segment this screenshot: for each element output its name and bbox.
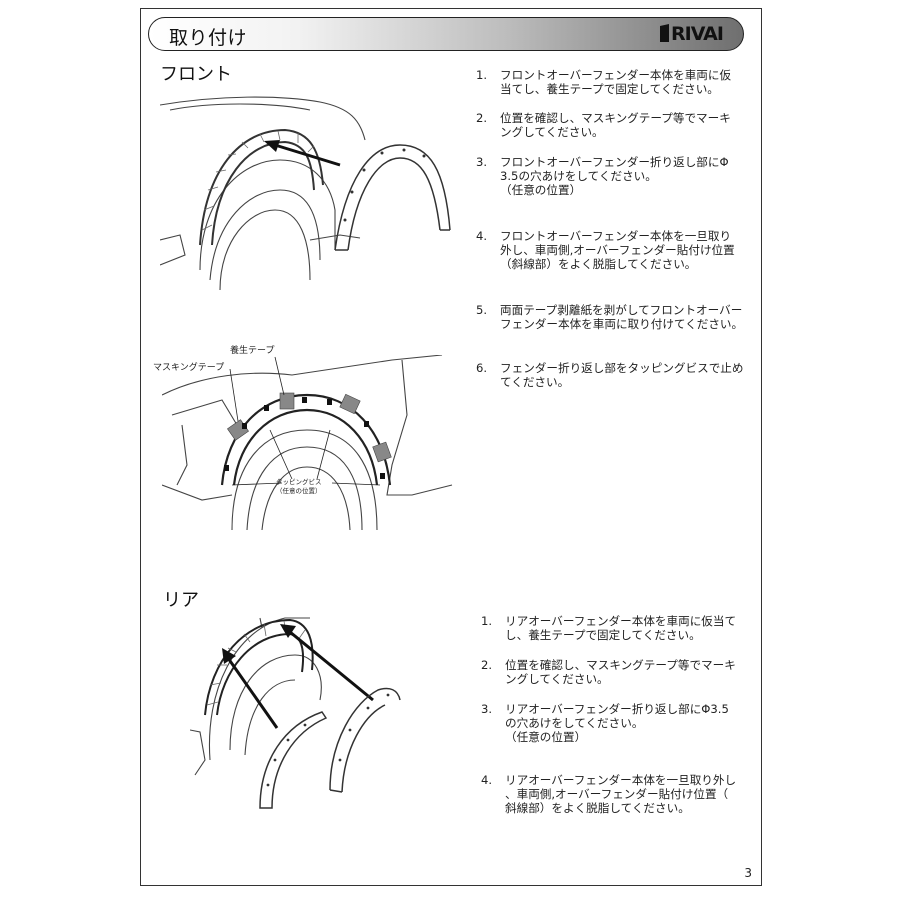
step-number: 3.	[476, 155, 488, 169]
front-step-6: 6. フェンダー折り返し部をタッピングビスで止め てください。	[476, 361, 743, 389]
step-number: 2.	[481, 658, 493, 672]
front-step-4: 4. フロントオーバーフェンダー本体を一旦取り 外し、車両側,オーバーフェンダー…	[476, 229, 735, 271]
step-text: リアオーバーフェンダー本体を車両に仮当て し、養生テープで固定してください。	[505, 614, 737, 642]
front-step-1: 1. フロントオーバーフェンダー本体を車両に仮 当てし、養生テープで固定してくだ…	[476, 68, 731, 96]
front-fender-fit-illustration	[160, 96, 451, 290]
step-text: フロントオーバーフェンダー本体を車両に仮 当てし、養生テープで固定してください。	[500, 68, 732, 96]
curing-tape-callout: 養生テープ	[230, 346, 275, 356]
step-number: 3.	[481, 702, 493, 716]
step-text: リアオーバーフェンダー折り返し部にΦ3.5 の穴あけをしてください。 （任意の位…	[505, 702, 729, 744]
brand-wordmark: RIVAI	[671, 23, 723, 45]
rear-step-2: 2. 位置を確認し、マスキングテープ等でマーキ ングしてください。	[481, 658, 736, 686]
page-frame	[140, 8, 762, 886]
masking-tape-callout: マスキングテープ	[153, 363, 225, 373]
step-text: フェンダー折り返し部をタッピングビスで止め てください。	[500, 361, 744, 389]
step-number: 4.	[476, 229, 488, 243]
rear-section-title: リア	[163, 590, 199, 611]
step-text: 両面テープ剥離紙を剥がしてフロントオーバー フェンダー本体を車両に取り付けてくだ…	[500, 303, 744, 331]
step-number: 6.	[476, 361, 488, 375]
step-number: 5.	[476, 303, 488, 317]
step-text: リアオーバーフェンダー本体を一旦取り外し 、車両側,オーバーフェンダー貼付け位置…	[505, 773, 737, 815]
tapping-screw-callout: タッピングビス （任意の位置）	[276, 478, 322, 495]
rear-step-4: 4. リアオーバーフェンダー本体を一旦取り外し 、車両側,オーバーフェンダー貼付…	[481, 773, 736, 815]
front-step-5: 5. 両面テープ剥離紙を剥がしてフロントオーバー フェンダー本体を車両に取り付け…	[476, 303, 743, 331]
step-number: 1.	[481, 614, 493, 628]
rear-step-3: 3. リアオーバーフェンダー折り返し部にΦ3.5 の穴あけをしてください。 （任…	[481, 702, 729, 744]
step-text: 位置を確認し、マスキングテープ等でマーキ ングしてください。	[500, 111, 731, 139]
rear-step-1: 1. リアオーバーフェンダー本体を車両に仮当て し、養生テープで固定してください…	[481, 614, 736, 642]
brand-logo: RIVAI	[660, 23, 724, 45]
step-number: 1.	[476, 68, 488, 82]
front-step-2: 2. 位置を確認し、マスキングテープ等でマーキ ングしてください。	[476, 111, 731, 139]
front-section-title: フロント	[160, 64, 232, 85]
step-text: フロントオーバーフェンダー本体を一旦取り 外し、車両側,オーバーフェンダー貼付け…	[500, 229, 735, 271]
rear-fender-fit-illustration	[190, 617, 401, 809]
page-number: 3	[744, 866, 752, 880]
page-title: 取り付け	[169, 27, 248, 49]
front-masking-screw-illustration	[162, 355, 453, 530]
step-number: 2.	[476, 111, 488, 125]
front-step-3: 3. フロントオーバーフェンダー折り返し部にΦ 3.5の穴あけをしてください。 …	[476, 155, 729, 197]
step-number: 4.	[481, 773, 493, 787]
step-text: フロントオーバーフェンダー折り返し部にΦ 3.5の穴あけをしてください。 （任意…	[500, 155, 729, 197]
header-bar: 取り付け RIVAI	[148, 17, 744, 51]
step-text: 位置を確認し、マスキングテープ等でマーキ ングしてください。	[505, 658, 736, 686]
